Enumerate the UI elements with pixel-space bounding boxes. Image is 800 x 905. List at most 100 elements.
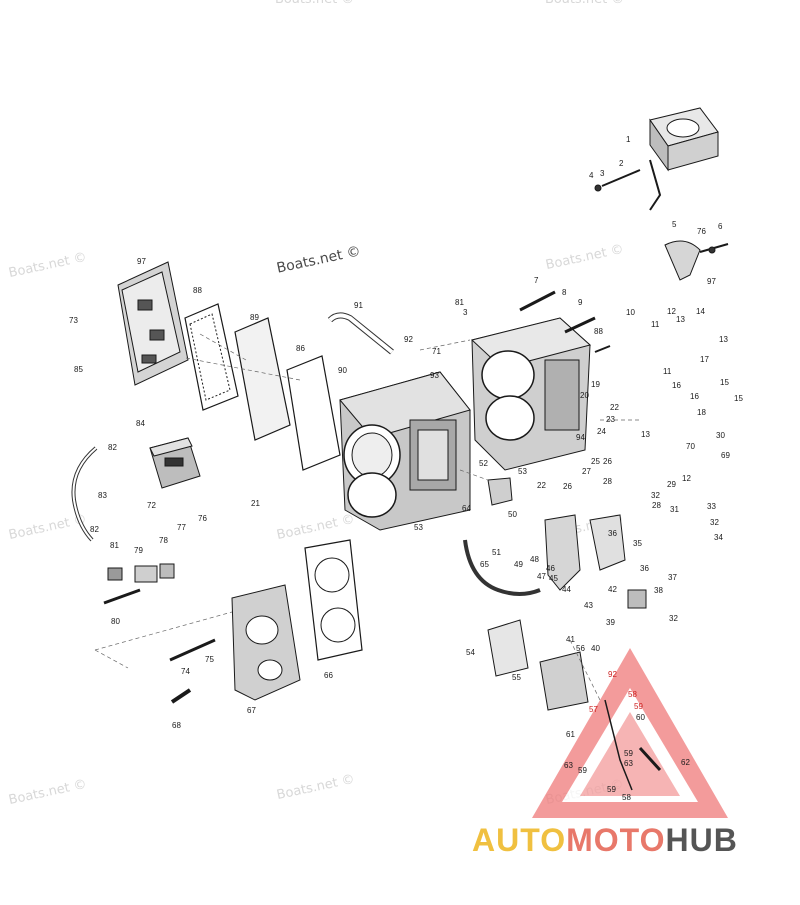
callout-label: 93 xyxy=(430,371,439,380)
callout-label: 77 xyxy=(177,523,186,532)
callout-label: 88 xyxy=(594,327,603,336)
callout-label: 91 xyxy=(354,301,363,310)
callout-label: 62 xyxy=(681,758,690,767)
callout-label: 88 xyxy=(193,286,202,295)
callout-label: 78 xyxy=(159,536,168,545)
callout-label: 64 xyxy=(462,504,471,513)
part-crankcase xyxy=(339,371,471,531)
callout-label: 45 xyxy=(549,574,558,583)
callout-label: 58 xyxy=(622,793,631,802)
callout-label: 42 xyxy=(608,585,617,594)
callout-label: 32 xyxy=(651,491,660,500)
callout-label: 13 xyxy=(676,315,685,324)
callout-label: 75 xyxy=(205,655,214,664)
callout-label: 13 xyxy=(719,335,728,344)
callout-label: 30 xyxy=(716,431,725,440)
callout-label: 43 xyxy=(584,601,593,610)
part-hose-lower xyxy=(463,539,541,596)
callout-label: 92 xyxy=(608,670,617,679)
callout-label: 17 xyxy=(700,355,709,364)
callout-label: 61 xyxy=(566,730,575,739)
callout-label: 29 xyxy=(667,480,676,489)
callout-label: 57 xyxy=(589,705,598,714)
callout-label: 85 xyxy=(74,365,83,374)
callout-label: 38 xyxy=(654,586,663,595)
part-cylinder-block xyxy=(470,317,592,471)
callout-label: 35 xyxy=(633,539,642,548)
callout-label: 59 xyxy=(634,702,643,711)
callout-label: 36 xyxy=(640,564,649,573)
callout-label: 55 xyxy=(512,673,521,682)
callout-label: 33 xyxy=(707,502,716,511)
callout-label: 63 xyxy=(564,761,573,770)
callout-label: 51 xyxy=(492,548,501,557)
watermark: Boats.net © xyxy=(275,0,354,7)
callout-label: 5 xyxy=(672,220,677,229)
callout-label: 60 xyxy=(636,713,645,722)
callout-label: 76 xyxy=(198,514,207,523)
callout-label: 12 xyxy=(682,474,691,483)
brand-part-auto: AUTO xyxy=(472,822,567,858)
callout-label: 81 xyxy=(455,298,464,307)
callout-label: 59 xyxy=(624,749,633,758)
callout-label: 2 xyxy=(619,159,624,168)
callout-label: 74 xyxy=(181,667,190,676)
callout-label: 19 xyxy=(591,380,600,389)
brand-triangle-icon xyxy=(532,648,728,818)
callout-label: 58 xyxy=(628,690,637,699)
callout-label: 34 xyxy=(714,533,723,542)
part-gasket xyxy=(286,355,341,471)
callout-label: 79 xyxy=(134,546,143,555)
callout-label: 24 xyxy=(597,427,606,436)
callout-label: 50 xyxy=(508,510,517,519)
callout-label: 48 xyxy=(530,555,539,564)
callout-label: 66 xyxy=(324,671,333,680)
part-cover-plate xyxy=(117,261,189,386)
callout-label: 82 xyxy=(108,443,117,452)
callout-label: 18 xyxy=(697,408,706,417)
callout-label: 20 xyxy=(580,391,589,400)
callout-label: 67 xyxy=(247,706,256,715)
part-intake-plate xyxy=(487,619,529,677)
callout-label: 72 xyxy=(147,501,156,510)
callout-label: 44 xyxy=(562,585,571,594)
callout-label: 10 xyxy=(626,308,635,317)
callout-label: 8 xyxy=(562,288,567,297)
callout-label: 6 xyxy=(718,222,723,231)
callout-label: 53 xyxy=(518,467,527,476)
callout-label: 63 xyxy=(624,759,633,768)
callout-label: 23 xyxy=(606,415,615,424)
callout-label: 26 xyxy=(563,482,572,491)
callout-label: 41 xyxy=(566,635,575,644)
part-housing xyxy=(231,584,301,701)
part-reed-block xyxy=(539,651,589,711)
part-small-bracket xyxy=(664,240,729,281)
callout-label: 84 xyxy=(136,419,145,428)
callout-label: 69 xyxy=(721,451,730,460)
callout-label: 52 xyxy=(479,459,488,468)
callout-label: 3 xyxy=(600,169,605,178)
callout-label: 86 xyxy=(296,344,305,353)
callout-label: 3 xyxy=(463,308,468,317)
callout-label: 83 xyxy=(98,491,107,500)
callout-label: 28 xyxy=(603,477,612,486)
callout-label: 68 xyxy=(172,721,181,730)
callout-label: 27 xyxy=(582,467,591,476)
part-head-gasket xyxy=(304,539,363,661)
callout-label: 89 xyxy=(250,313,259,322)
part-control-box xyxy=(149,437,201,489)
callout-label: 56 xyxy=(576,644,585,653)
callout-label: 82 xyxy=(90,525,99,534)
brand-part-hub: HUB xyxy=(665,822,738,858)
callout-label: 13 xyxy=(641,430,650,439)
callout-label: 1 xyxy=(626,135,631,144)
callout-label: 21 xyxy=(251,499,260,508)
brand-part-moto: MOTO xyxy=(566,822,666,858)
callout-label: 15 xyxy=(720,378,729,387)
callout-label: 94 xyxy=(576,433,585,442)
callout-label: 22 xyxy=(537,481,546,490)
callout-label: 65 xyxy=(480,560,489,569)
callout-label: 59 xyxy=(607,785,616,794)
